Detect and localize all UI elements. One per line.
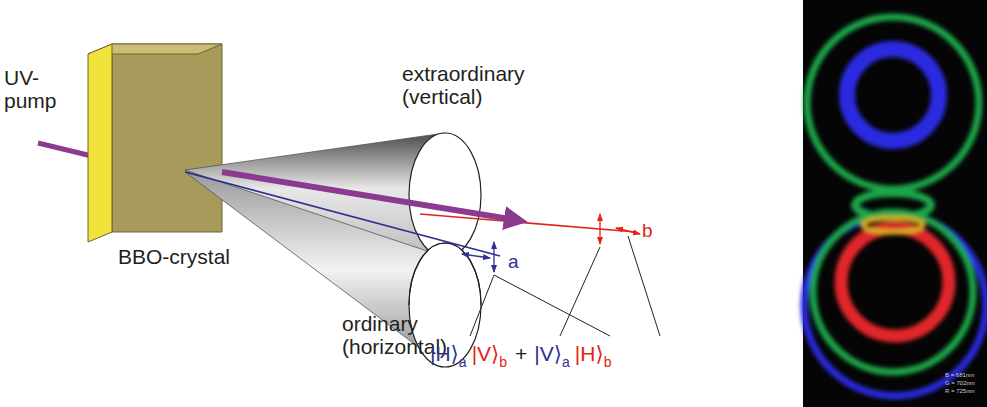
beam-name: b bbox=[642, 221, 653, 242]
crystal-label: BBO-crystal bbox=[118, 245, 230, 268]
ket-subscript: b bbox=[499, 355, 507, 370]
ket-symbol: |H⟩ bbox=[575, 342, 604, 365]
ket-symbol: |H⟩ bbox=[430, 342, 459, 365]
cone-label: extraordinary (vertical) bbox=[402, 62, 525, 108]
ket-symbol: |V⟩ bbox=[534, 342, 562, 365]
photo-note: R = 725nm bbox=[945, 388, 975, 395]
ket-subscript: b bbox=[604, 355, 612, 370]
ket-subscript: a bbox=[562, 355, 570, 370]
ket-symbol: + bbox=[515, 342, 527, 365]
photo-note: B = 681nm bbox=[945, 372, 974, 379]
beam-label: UV-pump bbox=[4, 66, 57, 112]
ket-subscript: a bbox=[459, 355, 467, 370]
ket-symbol: |V⟩ bbox=[472, 342, 500, 365]
beam-name: a bbox=[508, 252, 519, 273]
photo-note: G = 702nm bbox=[945, 380, 975, 387]
